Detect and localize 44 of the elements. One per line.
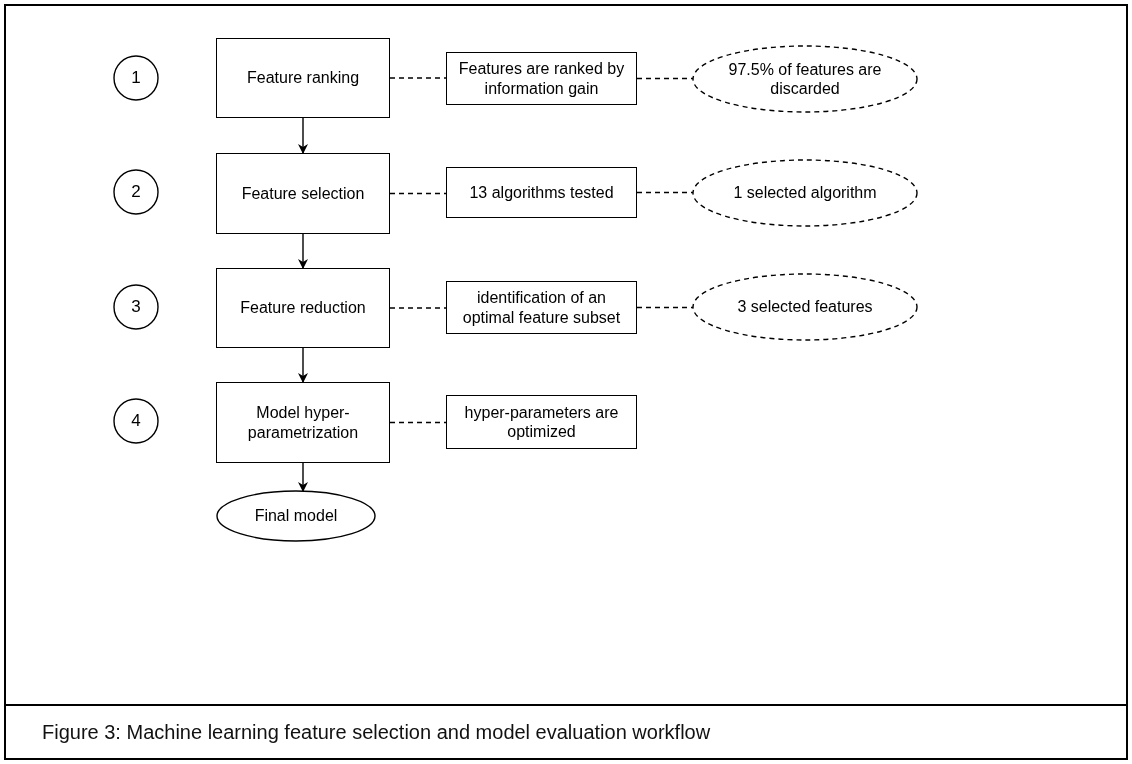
- dashed-connector: [636, 306, 694, 309]
- step-number-circle: [114, 170, 158, 214]
- step-number-circle: [114, 399, 158, 443]
- node-label: Feature reduction: [240, 298, 366, 318]
- node-label: Model hyper-parametrization: [246, 403, 360, 442]
- terminal-ellipse: [217, 491, 375, 541]
- process-box: [446, 395, 637, 449]
- process-box: [216, 153, 390, 234]
- step-number-circle: [114, 285, 158, 329]
- figure-caption: Figure 3: Machine learning feature selection and model evaluation workflow: [42, 720, 711, 744]
- node-label: identification of an optimal feature subset: [461, 288, 622, 327]
- result-ellipse: [693, 46, 917, 112]
- node-label: Feature ranking: [246, 68, 360, 88]
- node-label: 3: [131, 296, 141, 318]
- node-label: 1: [131, 67, 141, 89]
- dashed-connector: [636, 191, 694, 194]
- step-number-circle: [114, 56, 158, 100]
- process-box: [216, 268, 390, 348]
- node-label: 2: [131, 181, 141, 203]
- dashed-connector: [389, 421, 447, 424]
- result-ellipse: [693, 274, 917, 340]
- dashed-connector: [389, 77, 447, 79]
- node-label: 1 selected algorithm: [733, 183, 877, 203]
- node-label: 13 algorithms tested: [469, 182, 614, 203]
- node-label: Final model: [254, 506, 338, 526]
- process-box: [446, 167, 637, 218]
- process-box: [216, 382, 390, 463]
- process-box: [216, 38, 390, 118]
- process-box: [446, 281, 637, 334]
- arrow: [298, 233, 308, 269]
- dashed-connector: [389, 307, 447, 309]
- dashed-connector: [636, 77, 694, 80]
- arrow: [298, 347, 308, 383]
- process-box: [446, 52, 637, 105]
- result-ellipse: [693, 160, 917, 226]
- node-label: 3 selected features: [737, 297, 873, 317]
- node-label: hyper-parameters are optimized: [463, 402, 620, 442]
- arrow: [298, 462, 308, 492]
- dashed-connector: [389, 192, 447, 195]
- node-label: Feature selection: [241, 183, 365, 204]
- node-label: Features are ranked by information gain: [457, 59, 626, 98]
- arrow: [298, 117, 308, 154]
- node-label: 4: [131, 410, 141, 432]
- node-label: 97.5% of features are discarded: [727, 59, 883, 99]
